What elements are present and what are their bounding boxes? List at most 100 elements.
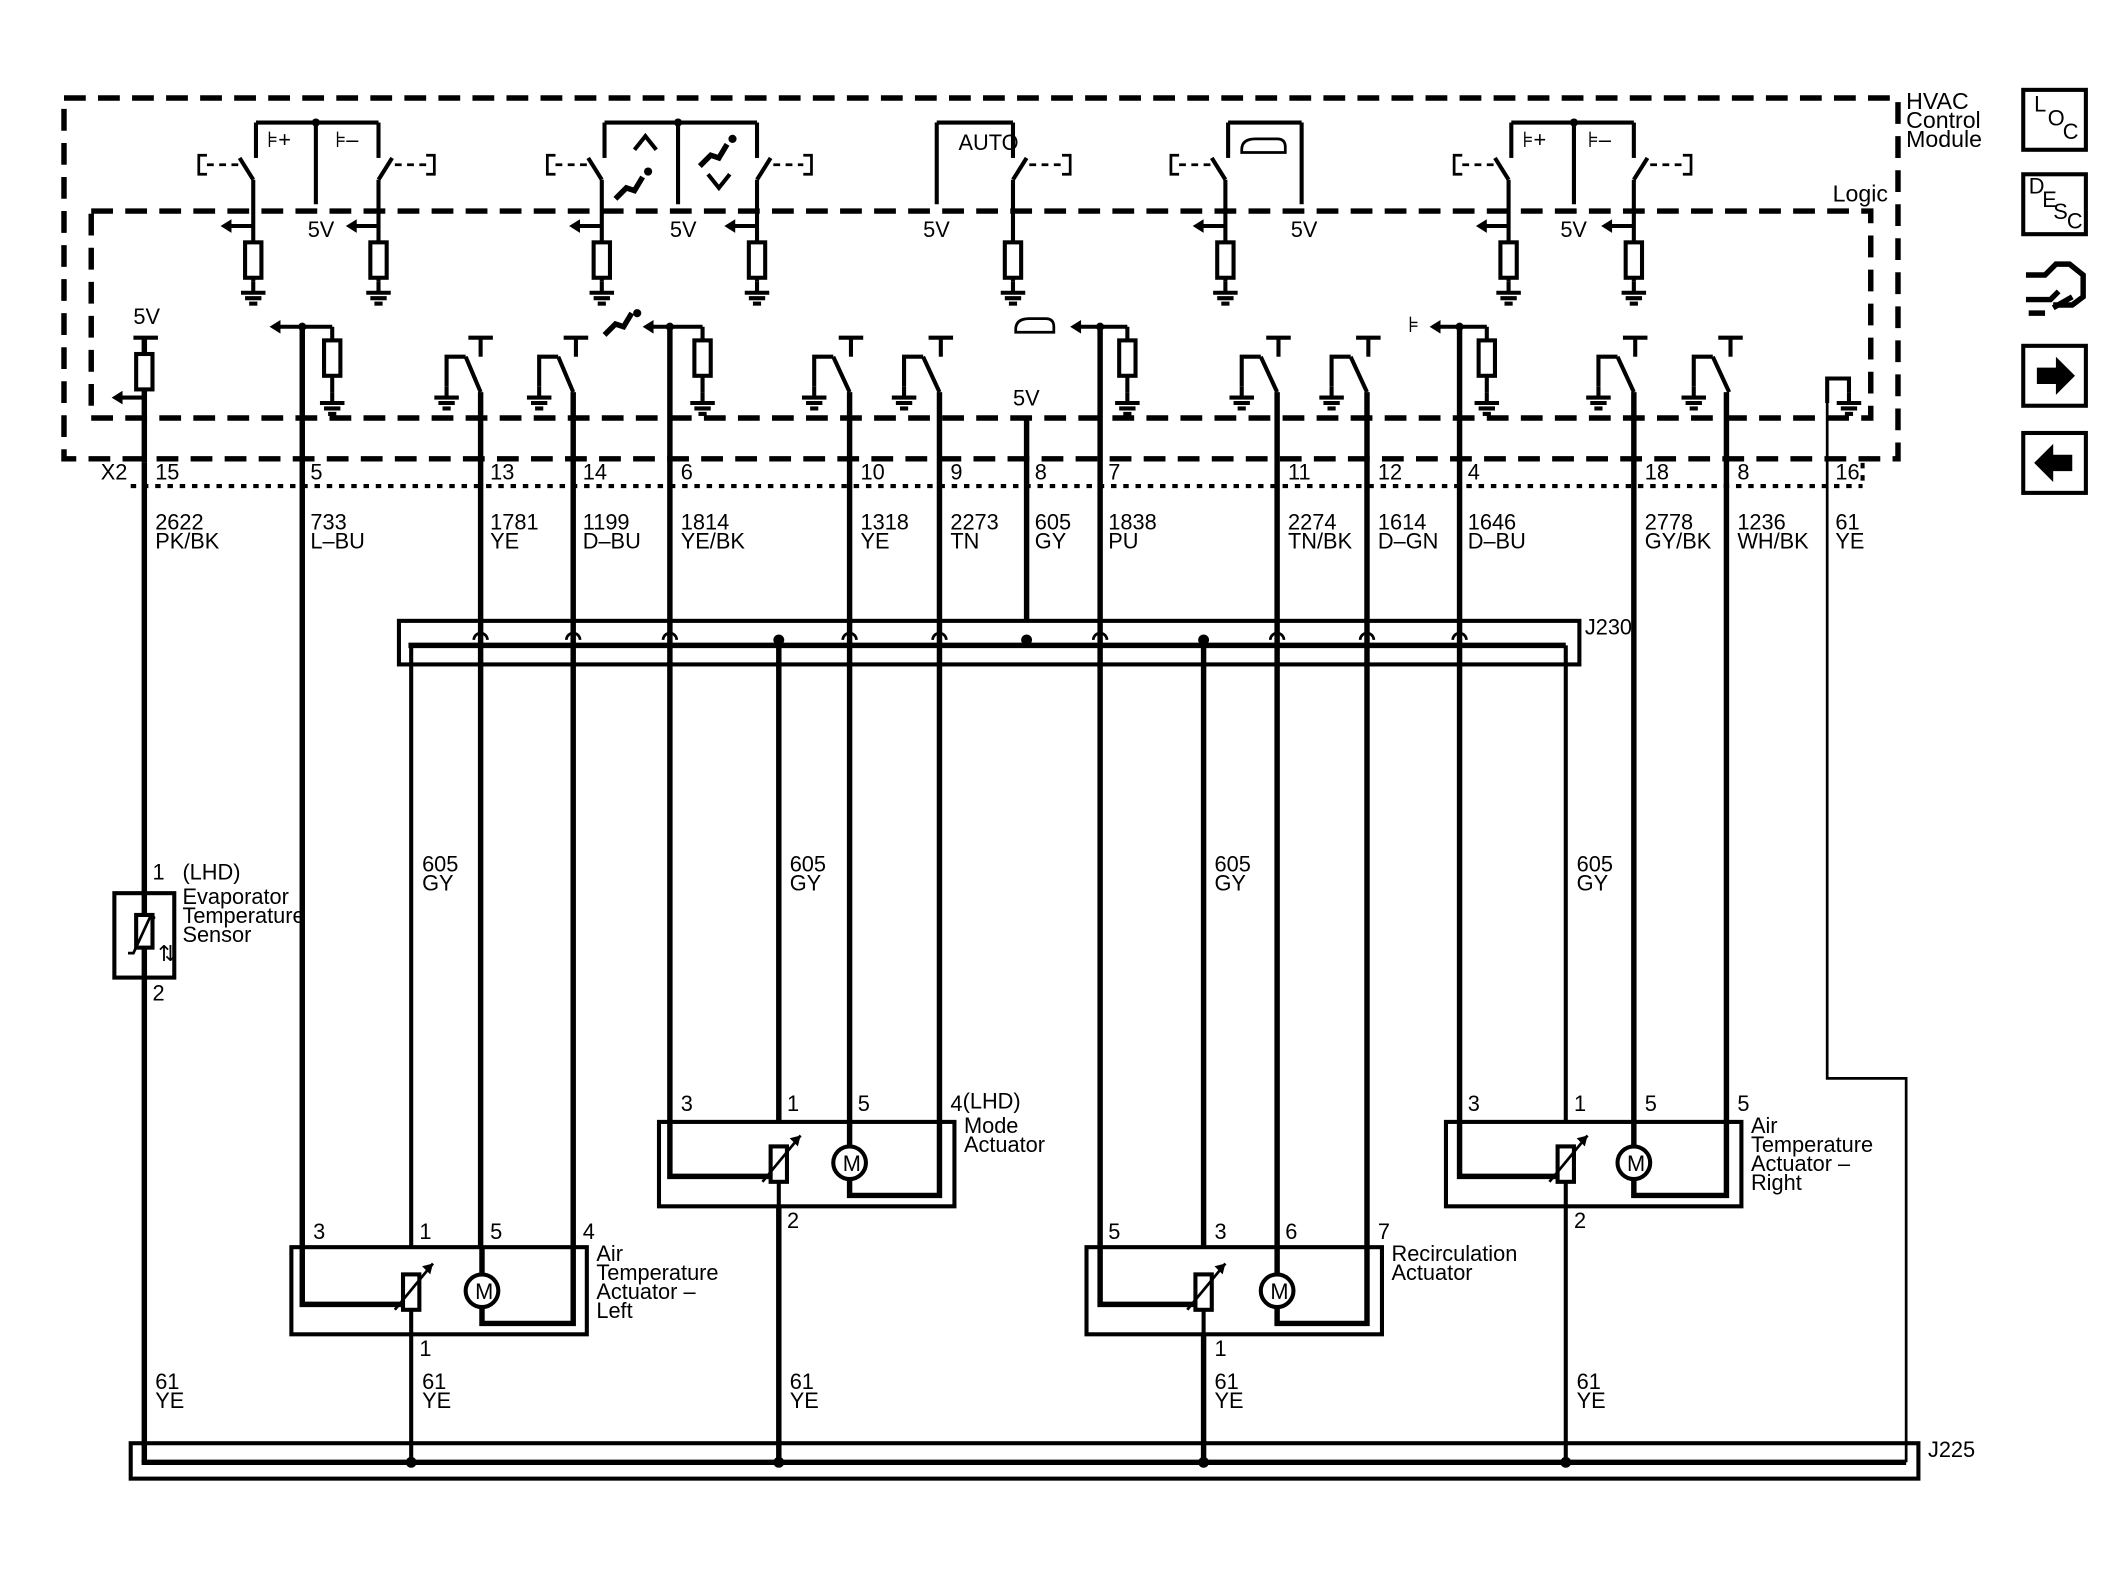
svg-text:18: 18	[1645, 459, 1669, 484]
svg-text:1: 1	[1214, 1336, 1226, 1361]
svg-text:Recirculation: Recirculation	[1391, 1241, 1517, 1266]
logic-label: Logic	[1833, 181, 1888, 207]
svg-text:Actuator –: Actuator –	[596, 1279, 696, 1304]
svg-text:GY: GY	[1577, 870, 1609, 895]
svg-text:(LHD): (LHD)	[963, 1088, 1021, 1113]
svg-text:5: 5	[1108, 1219, 1120, 1244]
svg-text:TN/BK: TN/BK	[1288, 529, 1353, 554]
svg-text:Actuator: Actuator	[964, 1132, 1045, 1157]
location-button[interactable]: L O C	[2021, 87, 2088, 152]
svg-text:15: 15	[155, 459, 179, 484]
description-button[interactable]: D E S C	[2021, 172, 2088, 237]
svg-text:L–BU: L–BU	[310, 529, 364, 554]
supply-5v: 5V	[670, 217, 697, 242]
svg-text:11: 11	[1288, 459, 1311, 484]
svg-text:6: 6	[681, 459, 693, 484]
svg-text:Sensor: Sensor	[182, 922, 251, 947]
svg-text:605: 605	[1035, 510, 1071, 535]
svg-text:WH/BK: WH/BK	[1737, 529, 1809, 554]
svg-text:D–GN: D–GN	[1378, 529, 1438, 554]
svg-text:5: 5	[858, 1091, 870, 1116]
svg-text:Temperature: Temperature	[596, 1260, 718, 1285]
svg-text:GY: GY	[1035, 529, 1067, 554]
svg-text:1236: 1236	[1737, 510, 1785, 535]
svg-text:1318: 1318	[860, 510, 908, 535]
module-title-1: HVAC	[1906, 88, 1969, 114]
svg-text:YE: YE	[1214, 1388, 1243, 1413]
splice-j230: J230	[396, 614, 1632, 667]
svg-text:605: 605	[1577, 851, 1613, 876]
seat-icon-logic	[602, 311, 635, 337]
supply-5v: 5V	[923, 217, 950, 242]
svg-text:Air: Air	[1751, 1113, 1778, 1138]
temp-up-glyph: ⊧+	[267, 127, 291, 152]
svg-text:3: 3	[1468, 1091, 1480, 1116]
svg-text:1: 1	[787, 1091, 799, 1116]
svg-text:GY/BK: GY/BK	[1645, 529, 1712, 554]
svg-text:D: D	[2029, 173, 2045, 198]
svg-text:(LHD): (LHD)	[182, 860, 240, 885]
svg-text:Air: Air	[596, 1241, 623, 1266]
ground-switch-18	[1586, 335, 1648, 409]
svg-text:6: 6	[1285, 1219, 1297, 1244]
connector-repair-button[interactable]	[2025, 261, 2086, 316]
supply-5v: 5V	[1560, 217, 1587, 242]
mode-up-icon	[632, 132, 658, 152]
svg-text:PK/BK: PK/BK	[155, 529, 220, 554]
svg-text:Actuator: Actuator	[1391, 1260, 1472, 1285]
svg-text:10: 10	[860, 459, 884, 484]
next-button[interactable]	[2021, 343, 2088, 408]
svg-text:C: C	[2067, 209, 2083, 234]
svg-text:1199: 1199	[583, 510, 630, 535]
svg-text:Right: Right	[1751, 1170, 1802, 1195]
seat-icon-right	[697, 142, 730, 169]
air-temperature-actuator-right: M 3 1 5 5 2 Air Temperature Actuator – R…	[1443, 1091, 1873, 1233]
svg-text:YE/BK: YE/BK	[681, 529, 746, 554]
motor-icon: M	[475, 1279, 493, 1304]
svg-text:2622: 2622	[155, 510, 203, 535]
svg-text:Evaporator: Evaporator	[182, 884, 288, 909]
svg-text:GY: GY	[422, 870, 454, 895]
auto-label: AUTO	[959, 130, 1019, 155]
svg-text:2778: 2778	[1645, 510, 1693, 535]
svg-text:3: 3	[1214, 1219, 1226, 1244]
previous-button[interactable]	[2021, 430, 2088, 495]
supply-5v: 5V	[133, 304, 160, 329]
svg-text:YE: YE	[860, 529, 889, 554]
recirculation-actuator: M 5 3 6 7 1 Recirculation Actuator	[1084, 1219, 1517, 1361]
svg-text:4: 4	[1468, 459, 1480, 484]
svg-text:5: 5	[1737, 1091, 1749, 1116]
recirculation-icon	[1240, 137, 1287, 154]
svg-text:D–BU: D–BU	[583, 529, 641, 554]
svg-text:4: 4	[583, 1219, 595, 1244]
svg-text:Left: Left	[596, 1298, 632, 1323]
svg-text:61: 61	[155, 1369, 179, 1394]
motor-icon: M	[1270, 1279, 1288, 1304]
temp-left-switches: ⊧+ ⊧– 5V	[197, 118, 436, 303]
svg-text:Temperature: Temperature	[1751, 1132, 1873, 1157]
svg-text:61: 61	[1577, 1369, 1601, 1394]
svg-text:4: 4	[950, 1091, 962, 1116]
motor-icon: M	[843, 1151, 861, 1176]
svg-text:1: 1	[1574, 1091, 1586, 1116]
svg-text:61: 61	[422, 1369, 446, 1394]
svg-text:1: 1	[419, 1219, 431, 1244]
supply-5v: 5V	[1291, 217, 1318, 242]
svg-text:61: 61	[790, 1369, 814, 1394]
svg-text:2273: 2273	[950, 510, 998, 535]
motor-icon: M	[1627, 1151, 1645, 1176]
svg-text:8: 8	[1035, 459, 1047, 484]
svg-text:3: 3	[313, 1219, 325, 1244]
connector-x2-label: X2	[101, 459, 128, 484]
